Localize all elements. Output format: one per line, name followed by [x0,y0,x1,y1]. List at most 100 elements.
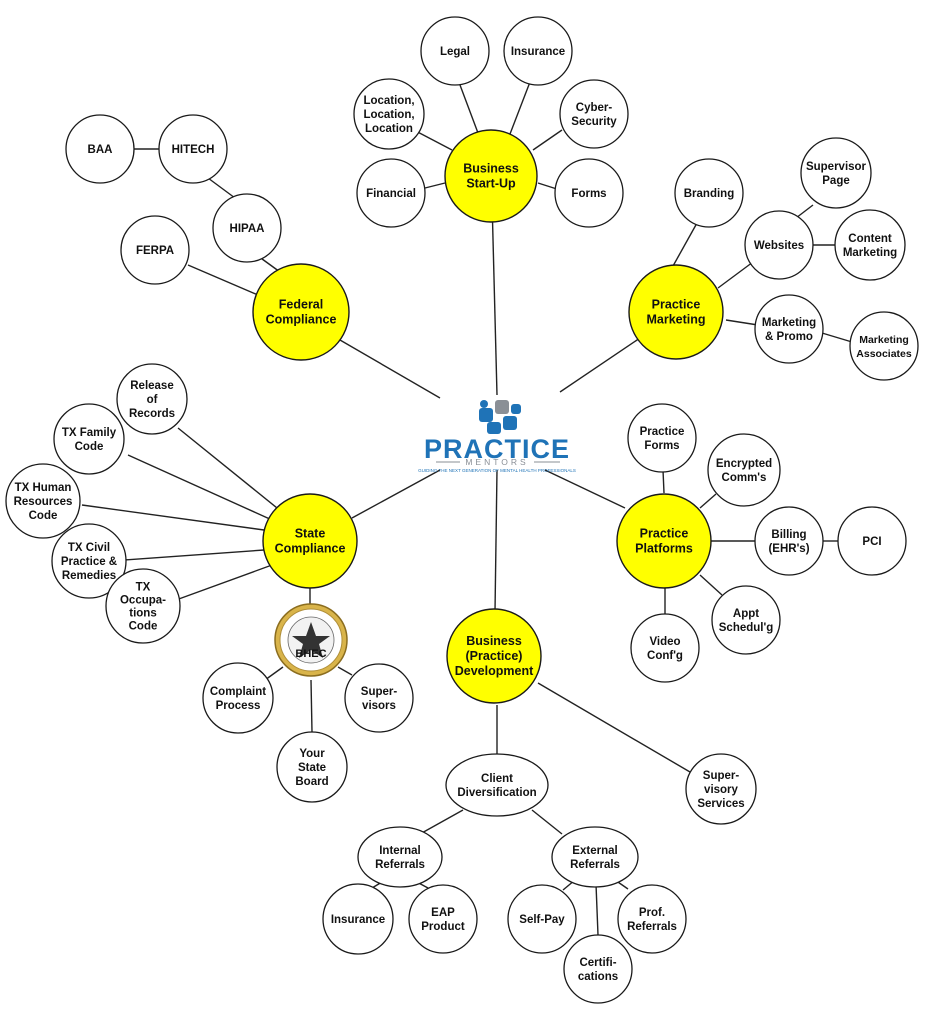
label-line: visors [362,700,396,712]
node-circle [617,884,687,954]
star-icon [292,622,330,658]
label-line: Your [299,748,325,760]
node-financial[interactable]: Financial [356,158,426,228]
label-line: TX Civil [68,542,110,554]
label-line: of [147,394,158,406]
link-state-occupations [175,564,273,601]
link-startup-insurance [509,81,531,135]
node-label: Certifi-cations [578,957,618,983]
label-line: Content [848,233,892,245]
label-line: Location, [363,95,414,107]
label-line: Comm's [722,472,767,484]
label-line: Resources [14,496,73,508]
node-label: Branding [684,188,734,200]
logo-title: PRACTICE [424,434,570,464]
link-state-release [177,427,283,513]
link-startup-cyber [532,129,563,151]
node-supervisors[interactable]: Super-visors [344,663,414,733]
label-line: tions [129,608,156,620]
label-line: Platforms [635,542,693,556]
node-label: HITECH [172,144,215,156]
node-circle [744,210,814,280]
label-line: Practice [640,426,685,438]
label-line: State [295,527,326,541]
label-line: Referrals [375,859,425,871]
hub-business-development[interactable]: Business(Practice)Development [446,608,542,704]
link-seal-board [310,679,313,733]
node-baa[interactable]: BAA [65,114,135,184]
node-location[interactable]: Location,Location,Location [353,78,425,150]
node-circle [503,16,573,86]
node-marketing-promo[interactable]: Marketing& Promo [754,294,824,364]
node-circle [420,16,490,86]
node-branding[interactable]: Branding [674,158,744,228]
node-circle [356,158,426,228]
node-circle [408,884,478,954]
node-insurance-referral[interactable]: Insurance [322,883,394,955]
node-insurance-startup[interactable]: Insurance [503,16,573,86]
node-prof-referrals[interactable]: Prof.Referrals [617,884,687,954]
node-ferpa[interactable]: FERPA [120,215,190,285]
node-websites[interactable]: Websites [744,210,814,280]
node-label: PCI [862,536,881,548]
node-cyber-security[interactable]: Cyber-Security [559,79,629,149]
label-line: Certifi- [579,957,616,969]
link-center-development [494,469,498,613]
node-billing[interactable]: Billing(EHR's) [754,506,824,576]
link-websites-supervisor [795,204,814,219]
node-hitech[interactable]: HITECH [158,114,228,184]
node-self-pay[interactable]: Self-Pay [507,884,577,954]
node-legal[interactable]: Legal [420,16,490,86]
node-circle [116,363,188,435]
node-forms[interactable]: Forms [554,158,624,228]
node-certifications[interactable]: Certifi-cations [563,934,633,1004]
hub-circle [446,608,542,704]
node-hipaa[interactable]: HIPAA [212,193,282,263]
node-label: HIPAA [230,223,265,235]
bhec-seal[interactable]: BHEC [274,603,348,677]
label-line: Video [649,636,680,648]
node-circle [627,403,697,473]
connector-lines [81,81,853,936]
label-line: Appt [733,608,759,620]
label-line: Product [421,921,465,933]
label-line: (EHR's) [768,543,809,555]
node-ellipse [445,753,549,817]
node-pci[interactable]: PCI [837,506,907,576]
node-circle [800,137,872,209]
